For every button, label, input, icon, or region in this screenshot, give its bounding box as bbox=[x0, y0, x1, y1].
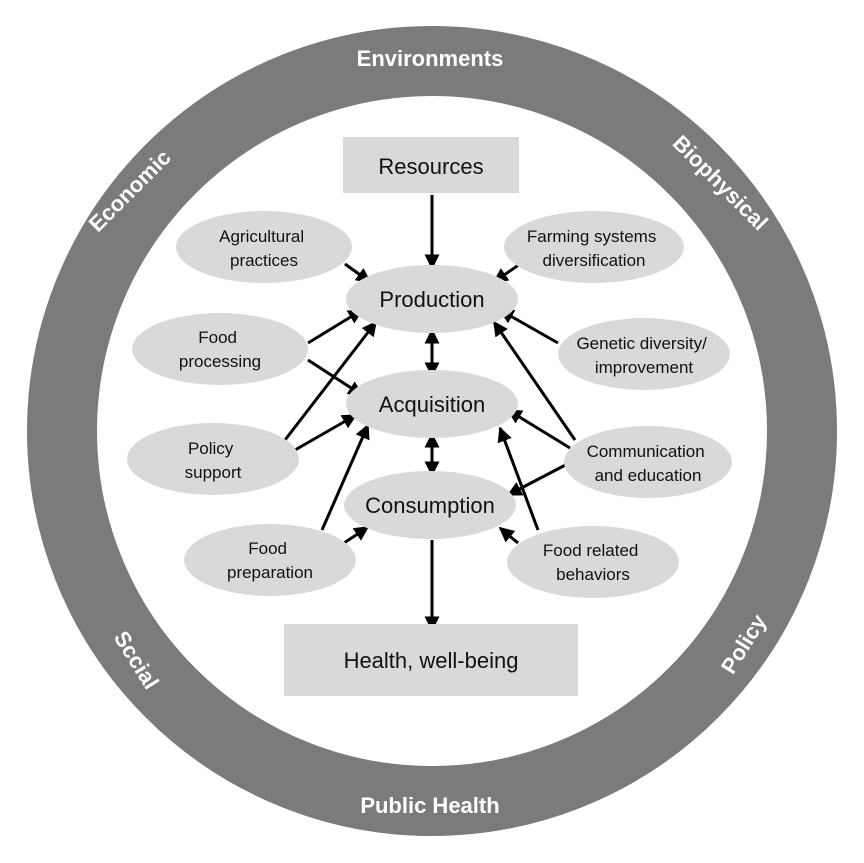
ring-label-public-health: Public Health bbox=[360, 793, 499, 818]
arrow-policy-acquisition bbox=[294, 413, 358, 452]
arrow-processing-production bbox=[307, 308, 364, 345]
production-label: Production bbox=[379, 287, 484, 312]
health-box bbox=[284, 624, 578, 696]
agricultural-practices-oval bbox=[176, 211, 352, 283]
arrow-preparation-acquisition bbox=[320, 423, 370, 531]
communication-education-label: Communication and education bbox=[587, 442, 710, 485]
food-related-behaviors-label: Food related behaviors bbox=[543, 541, 643, 584]
consumption-oval bbox=[344, 471, 516, 539]
acquisition-label: Acquisition bbox=[379, 392, 485, 417]
policy-support-label: Policy support bbox=[185, 439, 242, 482]
production-oval bbox=[346, 265, 518, 333]
food-processing-label: Food processing bbox=[179, 328, 261, 371]
arrow-behaviors-acquisition bbox=[497, 426, 540, 531]
arrow-communication-production bbox=[492, 320, 577, 441]
policy-support-oval bbox=[127, 423, 299, 495]
food-preparation-oval bbox=[184, 524, 356, 596]
genetic-diversity-label: Genetic diversity/ improvement bbox=[576, 334, 711, 377]
arrow-genetic-production bbox=[498, 308, 559, 345]
farming-systems-label: Farming systems diversification bbox=[527, 227, 661, 270]
food-related-behaviors-oval bbox=[507, 526, 679, 598]
agricultural-practices-label: Agricultural practices bbox=[219, 227, 309, 270]
resources-box bbox=[343, 137, 519, 193]
communication-education-oval bbox=[564, 426, 732, 498]
arrow-policy-production bbox=[283, 320, 378, 441]
consumption-label: Consumption bbox=[365, 493, 495, 518]
ring-label-environments: Environments bbox=[357, 46, 504, 71]
health-label: Health, well-being bbox=[344, 648, 519, 673]
food-preparation-label: Food preparation bbox=[227, 539, 313, 582]
food-processing-oval bbox=[132, 313, 308, 385]
farming-systems-oval bbox=[504, 211, 684, 283]
arrow-communication-consumption bbox=[506, 458, 576, 497]
resources-label: Resources bbox=[378, 154, 483, 179]
arrow-behaviors-consumption bbox=[498, 526, 519, 545]
acquisition-oval bbox=[346, 370, 518, 438]
arrow-communication-acquisition bbox=[506, 408, 571, 450]
arrow-preparation-consumption bbox=[343, 525, 370, 545]
genetic-diversity-oval bbox=[558, 318, 730, 390]
outer-ring bbox=[27, 26, 837, 836]
arrows bbox=[283, 195, 577, 632]
